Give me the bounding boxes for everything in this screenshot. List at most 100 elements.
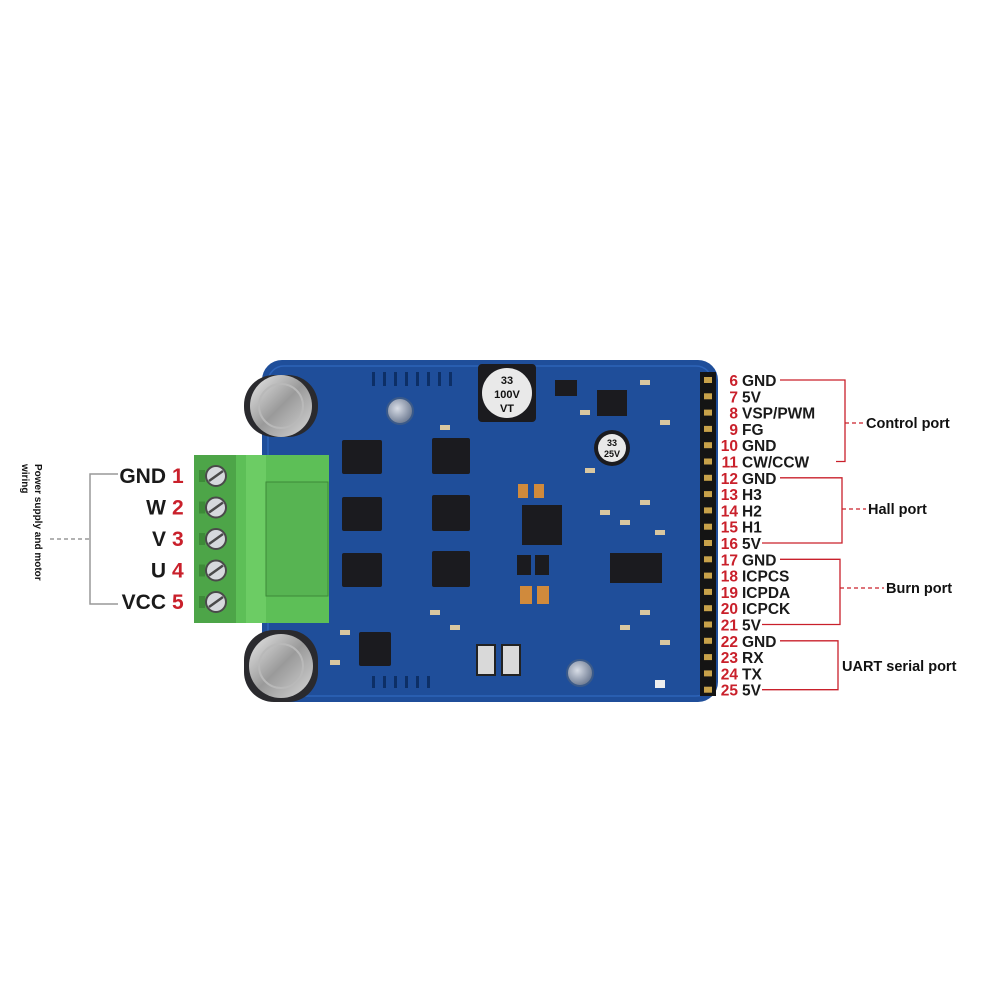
group-label: Burn port bbox=[886, 581, 952, 597]
header-pin bbox=[704, 458, 712, 465]
pin-name: CW/CCW bbox=[742, 455, 810, 472]
terminal-screw bbox=[199, 496, 227, 519]
pin-name: RX bbox=[742, 650, 764, 667]
header-pin bbox=[704, 556, 712, 563]
group-label: Control port bbox=[866, 416, 950, 432]
pin-name: 5V bbox=[742, 683, 762, 700]
terminal-screw bbox=[199, 559, 227, 582]
left-caption-line2: wiring bbox=[19, 463, 30, 493]
pin-number: 13 bbox=[721, 487, 739, 504]
mounting-hole-bottom bbox=[566, 659, 594, 687]
pin-name: GND bbox=[742, 471, 776, 488]
group-bracket bbox=[762, 558, 884, 626]
group-label: Hall port bbox=[868, 502, 927, 518]
mounting-hole-top bbox=[386, 397, 414, 425]
group-bracket bbox=[762, 640, 839, 691]
pin-number: 6 bbox=[729, 373, 738, 390]
capacitor-left-top bbox=[244, 375, 318, 437]
left-caption-line1: Power supply and motor bbox=[32, 464, 43, 581]
terminal-number: 4 bbox=[172, 560, 184, 583]
capacitor-top: 33 100V VT bbox=[478, 364, 536, 422]
pin-name: 5V bbox=[742, 536, 762, 553]
cap-text-3: VT bbox=[500, 403, 514, 415]
pin-name: H2 bbox=[742, 503, 762, 520]
pin-number: 11 bbox=[722, 455, 739, 472]
header-pin bbox=[704, 507, 712, 514]
pin-number: 24 bbox=[721, 666, 739, 683]
silkscreen-vents bbox=[372, 372, 452, 688]
pin-header-pins bbox=[704, 377, 712, 693]
capacitor-small: 33 25V bbox=[594, 430, 630, 466]
pin-name: GND bbox=[742, 552, 776, 569]
smd-components bbox=[330, 380, 670, 688]
pin-name: ICPCK bbox=[742, 601, 791, 618]
pin-number: 23 bbox=[721, 650, 739, 667]
terminal-name: U bbox=[151, 560, 166, 583]
header-pin bbox=[704, 491, 712, 498]
terminal-name: W bbox=[146, 497, 166, 520]
terminal-number: 3 bbox=[172, 528, 184, 551]
pin-number: 16 bbox=[721, 536, 739, 553]
cap-text-1: 33 bbox=[501, 375, 513, 387]
left-bracket bbox=[50, 473, 118, 605]
cap-text-2: 100V bbox=[494, 389, 520, 401]
pin-name: VSP/PWM bbox=[742, 406, 815, 423]
pin-number: 15 bbox=[721, 520, 739, 537]
header-pin bbox=[704, 442, 712, 449]
pin-number: 7 bbox=[729, 389, 738, 406]
pin-name: TX bbox=[742, 666, 762, 683]
pin-name: GND bbox=[742, 634, 776, 651]
pin-name: ICPCS bbox=[742, 569, 789, 586]
pin-number: 22 bbox=[721, 634, 738, 651]
pin-name: 5V bbox=[742, 618, 762, 635]
header-pin bbox=[704, 393, 712, 400]
pin-number: 14 bbox=[721, 503, 739, 520]
header-pin bbox=[704, 523, 712, 530]
terminal-screw bbox=[199, 465, 227, 487]
pin-number: 18 bbox=[721, 569, 739, 586]
terminal-screws bbox=[199, 465, 227, 613]
cap-small-text-1: 33 bbox=[607, 438, 617, 448]
integrated-circuits bbox=[476, 380, 662, 676]
group-brackets bbox=[762, 379, 884, 691]
pin-name: FG bbox=[742, 422, 764, 439]
header-pin bbox=[704, 474, 712, 481]
group-bracket bbox=[780, 379, 864, 463]
pin-number: 9 bbox=[729, 422, 738, 439]
pin-name: ICPDA bbox=[742, 585, 790, 602]
pin-name: H1 bbox=[742, 520, 762, 537]
pin-name: 5V bbox=[742, 389, 762, 406]
pin-header bbox=[700, 372, 716, 696]
pin-number: 8 bbox=[729, 406, 738, 423]
pin-name: GND bbox=[742, 373, 776, 390]
group-label: UART serial port bbox=[842, 659, 957, 675]
terminal-screw bbox=[199, 591, 227, 613]
mosfet-array bbox=[342, 438, 470, 666]
header-pin bbox=[704, 572, 712, 579]
header-pin bbox=[704, 588, 712, 595]
pin-name: GND bbox=[742, 438, 776, 455]
terminal-name: VCC bbox=[122, 591, 166, 614]
header-pin bbox=[704, 605, 712, 612]
pin-number: 19 bbox=[721, 585, 739, 602]
terminal-name: GND bbox=[119, 465, 166, 488]
pin-number: 21 bbox=[721, 618, 739, 635]
pin-number: 17 bbox=[721, 552, 738, 569]
terminal-screw bbox=[199, 528, 227, 550]
pin-number: 20 bbox=[721, 601, 738, 618]
header-pin bbox=[704, 377, 712, 383]
pin-name: H3 bbox=[742, 487, 762, 504]
pin-number: 12 bbox=[721, 471, 738, 488]
header-pin bbox=[704, 654, 712, 661]
pin-number: 10 bbox=[721, 438, 738, 455]
pin-number: 25 bbox=[721, 683, 739, 700]
terminal-number: 5 bbox=[172, 591, 184, 614]
terminal-name: V bbox=[152, 528, 166, 551]
header-pin bbox=[704, 621, 712, 628]
capacitor-left-bottom bbox=[244, 630, 318, 702]
header-pin bbox=[704, 425, 712, 432]
